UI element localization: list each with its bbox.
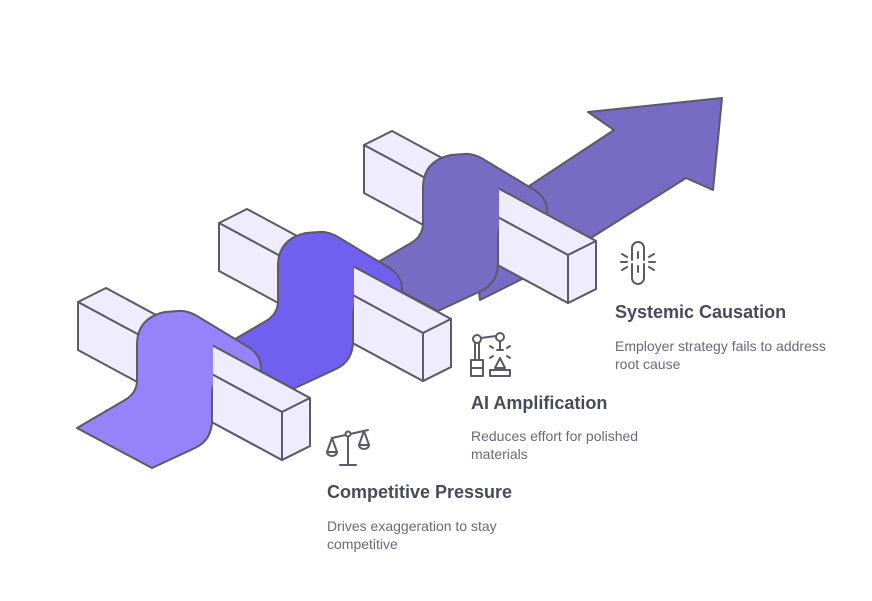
broken-chain-icon xyxy=(620,241,656,285)
scales-icon xyxy=(325,429,371,466)
step-2-title: AI Amplification xyxy=(471,393,608,413)
step-3-desc-line-1: Employer strategy fails to address xyxy=(615,338,826,354)
step-1-desc-line-2: competitive xyxy=(327,536,398,552)
step-2-desc-line-1: Reduces effort for polished xyxy=(471,428,639,444)
step-1-desc-line-1: Drives exaggeration to stay xyxy=(327,518,497,534)
robot-arm-icon xyxy=(470,332,511,377)
step-3-description: Employer strategy fails to address root … xyxy=(615,337,865,373)
step-3-title: Systemic Causation xyxy=(615,302,787,322)
step-3-desc-line-2: root cause xyxy=(615,356,681,372)
step-1-description: Drives exaggeration to stay competitive xyxy=(327,517,567,553)
step-2-description: Reduces effort for polished materials xyxy=(471,427,711,463)
step-2-desc-line-2: materials xyxy=(471,446,528,462)
step-1-title: Competitive Pressure xyxy=(327,482,513,502)
